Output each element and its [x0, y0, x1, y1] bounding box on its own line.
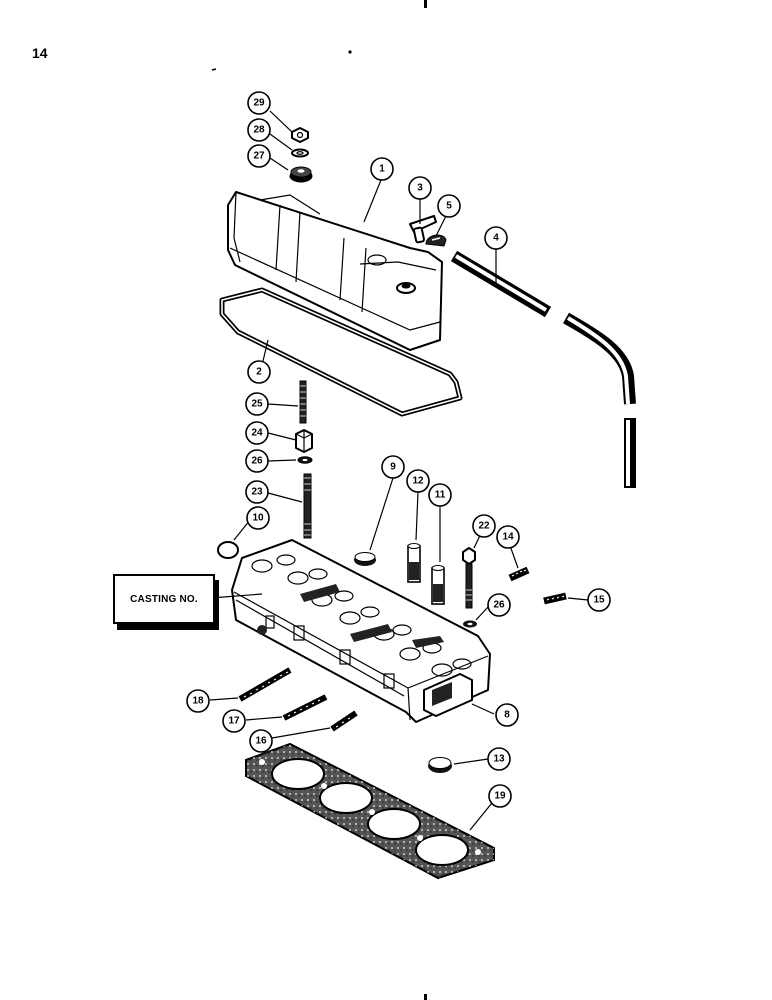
guide-11-part	[431, 565, 445, 605]
callout-26-upper: 26	[245, 449, 269, 473]
stud-14-part	[508, 566, 530, 582]
svg-text:14: 14	[502, 532, 514, 543]
washer-left-part	[297, 456, 313, 464]
svg-text:26: 26	[251, 456, 263, 467]
cup-plug-part	[354, 552, 376, 566]
callout-2: 2	[247, 360, 271, 384]
leader-lines	[209, 110, 589, 831]
valve-cover-part	[227, 191, 443, 351]
grommet-part	[289, 166, 313, 183]
callout-26-lower: 26	[487, 593, 511, 617]
spacer-nut-part	[295, 429, 313, 453]
callout-12: 12	[406, 469, 430, 493]
stud-18-part	[238, 667, 292, 702]
callout-8: 8	[495, 703, 519, 727]
callout-11: 11	[428, 483, 452, 507]
o-ring-part	[217, 541, 239, 559]
casting-number-label: CASTING NO.	[130, 593, 198, 605]
svg-text:18: 18	[192, 696, 204, 707]
svg-text:8: 8	[504, 710, 510, 721]
svg-text:28: 28	[253, 125, 265, 136]
callout-15: 15	[587, 588, 611, 612]
stud-17-part	[282, 694, 328, 721]
svg-text:11: 11	[435, 490, 446, 501]
scan-mark-top	[424, 0, 427, 8]
callout-22: 22	[472, 514, 496, 538]
svg-text:24: 24	[251, 428, 263, 439]
bolt-22-part	[462, 547, 476, 609]
svg-text:4: 4	[493, 233, 499, 244]
svg-text:1: 1	[379, 164, 385, 175]
callout-17: 17	[222, 709, 246, 733]
svg-text:22: 22	[478, 521, 490, 532]
washer-part	[291, 148, 309, 158]
svg-text:16: 16	[255, 736, 267, 747]
callout-3: 3	[408, 176, 432, 200]
casting-number-box: CASTING NO.	[113, 574, 215, 624]
callout-9: 9	[381, 455, 405, 479]
svg-text:15: 15	[593, 595, 605, 606]
long-stud-part	[303, 473, 312, 539]
callout-4: 4	[484, 226, 508, 250]
valve-cover-gasket-part	[219, 287, 463, 417]
svg-text:19: 19	[494, 791, 506, 802]
svg-text:27: 27	[253, 151, 265, 162]
page-number: 14	[32, 45, 48, 61]
svg-text:26: 26	[493, 600, 505, 611]
svg-text:9: 9	[390, 462, 396, 473]
breather-hose-part	[450, 250, 636, 488]
hose-clamp-part	[425, 234, 447, 247]
guide-12-part	[407, 543, 421, 583]
scan-speck-2	[211, 68, 217, 71]
callout-29: 29	[247, 91, 271, 115]
scan-speck	[348, 50, 352, 54]
svg-text:23: 23	[251, 487, 263, 498]
callout-18: 18	[186, 689, 210, 713]
svg-text:29: 29	[253, 98, 265, 109]
head-gasket-part	[245, 742, 495, 880]
callout-23: 23	[245, 480, 269, 504]
tee-fitting-part	[409, 215, 437, 244]
svg-text:2: 2	[256, 367, 262, 378]
callout-16: 16	[249, 729, 273, 753]
cover-stud-part	[299, 380, 307, 424]
callout-25: 25	[245, 392, 269, 416]
callout-24: 24	[245, 421, 269, 445]
callout-14: 14	[496, 525, 520, 549]
svg-text:25: 25	[251, 399, 263, 410]
cylinder-head-part	[231, 539, 491, 788]
callout-10: 10	[246, 506, 270, 530]
callout-19: 19	[488, 784, 512, 808]
callout-1: 1	[370, 157, 394, 181]
svg-text:3: 3	[417, 183, 423, 194]
svg-text:10: 10	[252, 513, 264, 524]
stud-16-part	[330, 710, 358, 732]
svg-text:5: 5	[446, 201, 452, 212]
callout-27: 27	[247, 144, 271, 168]
svg-text:12: 12	[412, 476, 424, 487]
callout-28: 28	[247, 118, 271, 142]
nut-part	[291, 127, 309, 143]
svg-text:17: 17	[228, 716, 240, 727]
seal-ring-part	[428, 757, 452, 773]
stud-15-part	[543, 592, 567, 605]
svg-text:13: 13	[493, 754, 505, 765]
washer-right-part	[463, 620, 477, 628]
scan-mark-bottom	[424, 994, 427, 1000]
callout-13: 13	[487, 747, 511, 771]
callout-5: 5	[437, 194, 461, 218]
